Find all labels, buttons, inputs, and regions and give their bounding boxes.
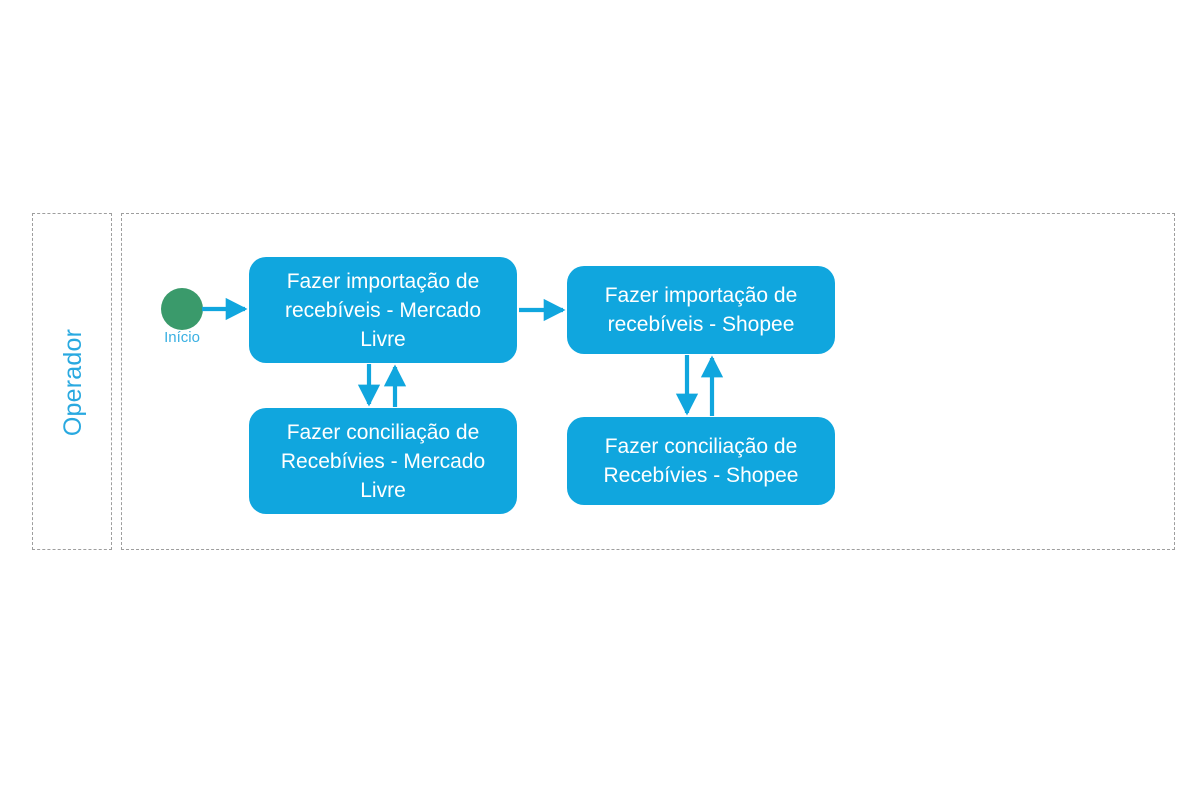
task-label: Fazer conciliação de Recebívies - Shopee xyxy=(603,435,799,487)
start-event-label: Início xyxy=(164,329,200,346)
task-label: Fazer importação de recebíveis - Mercado… xyxy=(284,269,482,351)
task-fazer-conciliacao-recebivies-mercado-livre[interactable]: Fazer conciliação de Recebívies - Mercad… xyxy=(249,408,517,514)
task-label: Fazer importação de recebíveis - Shopee xyxy=(604,284,798,336)
task-label: Fazer conciliação de Recebívies - Mercad… xyxy=(280,420,486,502)
task-fazer-importacao-recebiveis-mercado-livre[interactable]: Fazer importação de recebíveis - Mercado… xyxy=(249,257,517,363)
lane-title: Operador xyxy=(58,328,87,437)
task-fazer-importacao-recebiveis-shopee[interactable]: Fazer importação de recebíveis - Shopee xyxy=(567,266,835,354)
lane-header[interactable]: Operador xyxy=(32,213,112,550)
start-event-icon[interactable] xyxy=(161,288,203,330)
task-fazer-conciliacao-recebivies-shopee[interactable]: Fazer conciliação de Recebívies - Shopee xyxy=(567,417,835,505)
